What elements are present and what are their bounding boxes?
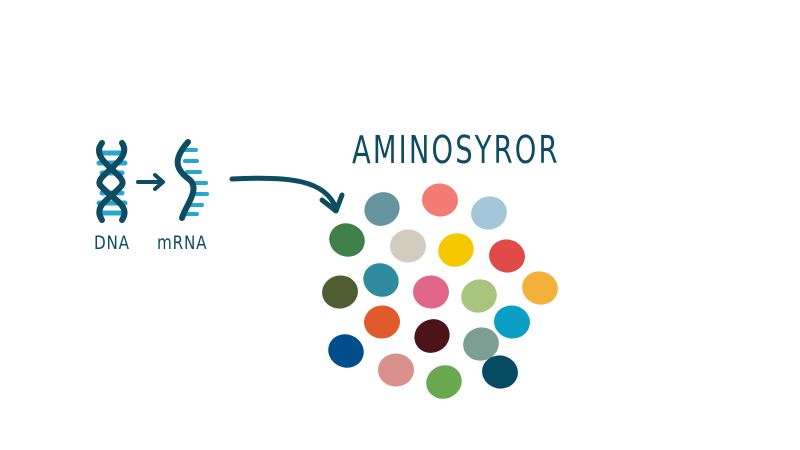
amino-acid-dot: [322, 275, 358, 309]
amino-acid-dot: [390, 229, 426, 263]
amino-acid-dot: [414, 319, 450, 353]
amino-acid-dot: [363, 263, 399, 297]
arrow-right-icon: [136, 173, 165, 191]
amino-acid-dot: [413, 275, 449, 309]
mrna-label: mRNA: [157, 232, 208, 254]
amino-acid-dot: [364, 192, 400, 226]
amino-acid-dot: [329, 223, 365, 257]
amino-acid-dot: [471, 196, 507, 230]
amino-acid-dot: [489, 239, 525, 273]
amino-acid-dot: [463, 327, 499, 361]
amino-acid-cluster: [322, 183, 558, 399]
amino-acid-dot: [482, 355, 518, 389]
amino-acid-dot: [438, 233, 474, 267]
amino-acids-title: AMINOSYROR: [352, 128, 560, 172]
amino-acid-dot: [522, 271, 558, 305]
amino-acid-dot: [494, 305, 530, 339]
amino-acid-dot: [422, 183, 458, 217]
amino-acid-dot: [328, 334, 364, 368]
mrna-strand-icon: [174, 139, 209, 221]
curved-arrow-icon: [229, 175, 345, 214]
amino-acid-dot: [461, 279, 497, 313]
amino-acid-dot: [378, 353, 414, 387]
dna-label: DNA: [94, 232, 130, 254]
amino-acid-dot: [364, 305, 400, 339]
amino-acid-dot: [426, 365, 462, 399]
dna-helix-icon: [96, 140, 128, 223]
